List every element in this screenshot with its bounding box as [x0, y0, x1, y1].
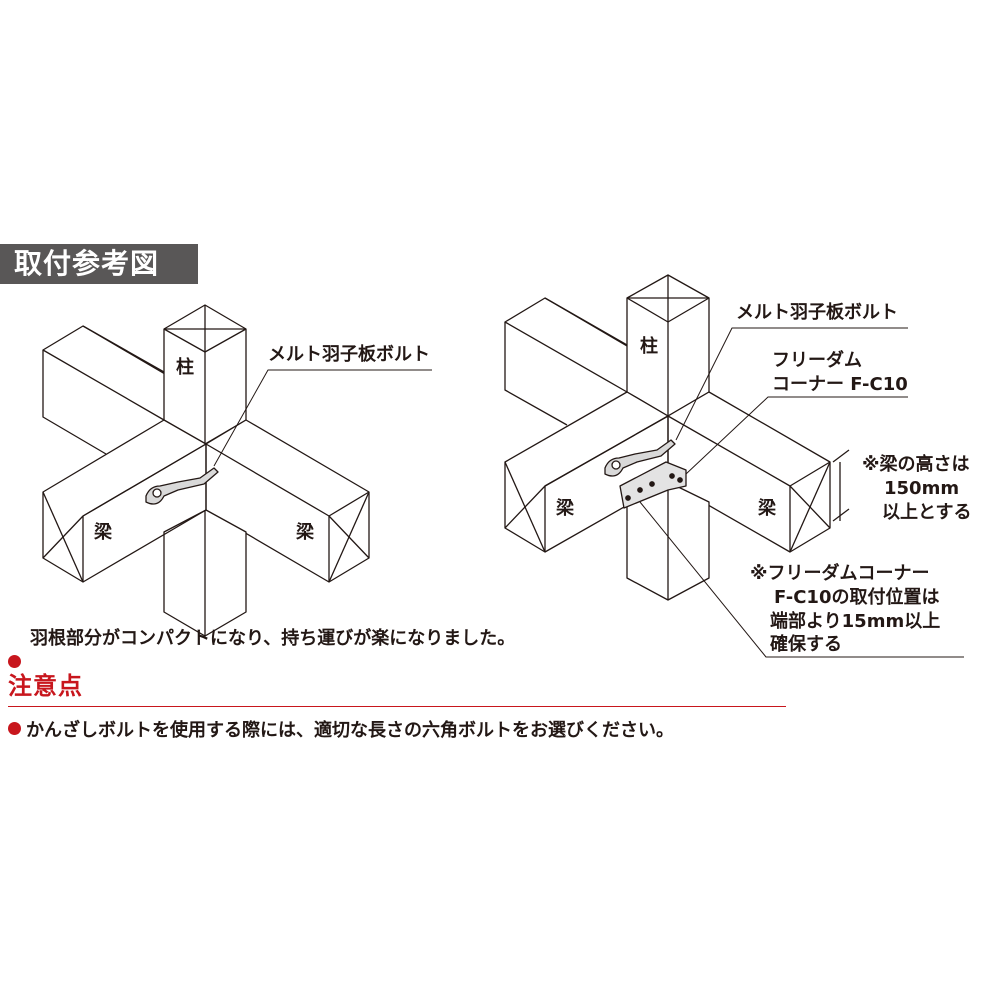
caution-divider — [8, 706, 786, 707]
label-beam-left-a: 梁 — [94, 522, 112, 543]
right-joint-diagram — [504, 274, 964, 658]
note-position-line3: 端部より15mm以上 — [770, 611, 941, 632]
caution-heading: 注意点 — [8, 672, 83, 700]
caution-item: かんざしボルトを使用する際には、適切な長さの六角ボルトをお選びください。 — [26, 720, 674, 741]
note-position-line2: F-C10の取付位置は — [774, 587, 940, 608]
label-beam-right-b: 梁 — [758, 498, 776, 519]
feature-text: 羽根部分がコンパクトになり、持ち運びが楽になりました。 — [30, 628, 516, 649]
label-beam-right-a: 梁 — [556, 498, 574, 519]
note-height-line2: 150mm — [884, 478, 960, 499]
bullet-icon — [8, 722, 21, 735]
callout-bolt-left: メルト羽子板ボルト — [268, 344, 430, 365]
label-column-left: 柱 — [176, 357, 194, 378]
section-title: 取付参考図 — [0, 244, 198, 284]
caution-bullet-icon — [8, 655, 21, 668]
note-position-line1: ※フリーダムコーナー — [750, 563, 930, 584]
callout-corner-line1: フリーダム — [772, 350, 862, 371]
callout-corner-line2: コーナー F-C10 — [772, 374, 908, 395]
left-joint-diagram — [42, 304, 432, 637]
label-beam-left-b: 梁 — [296, 522, 314, 543]
note-position-line4: 確保する — [770, 634, 842, 655]
callout-bolt-right: メルト羽子板ボルト — [736, 302, 898, 323]
note-height-line3: 以上とする — [882, 502, 972, 523]
note-height-line1: ※梁の高さは — [862, 454, 970, 475]
label-column-right: 柱 — [640, 336, 658, 357]
